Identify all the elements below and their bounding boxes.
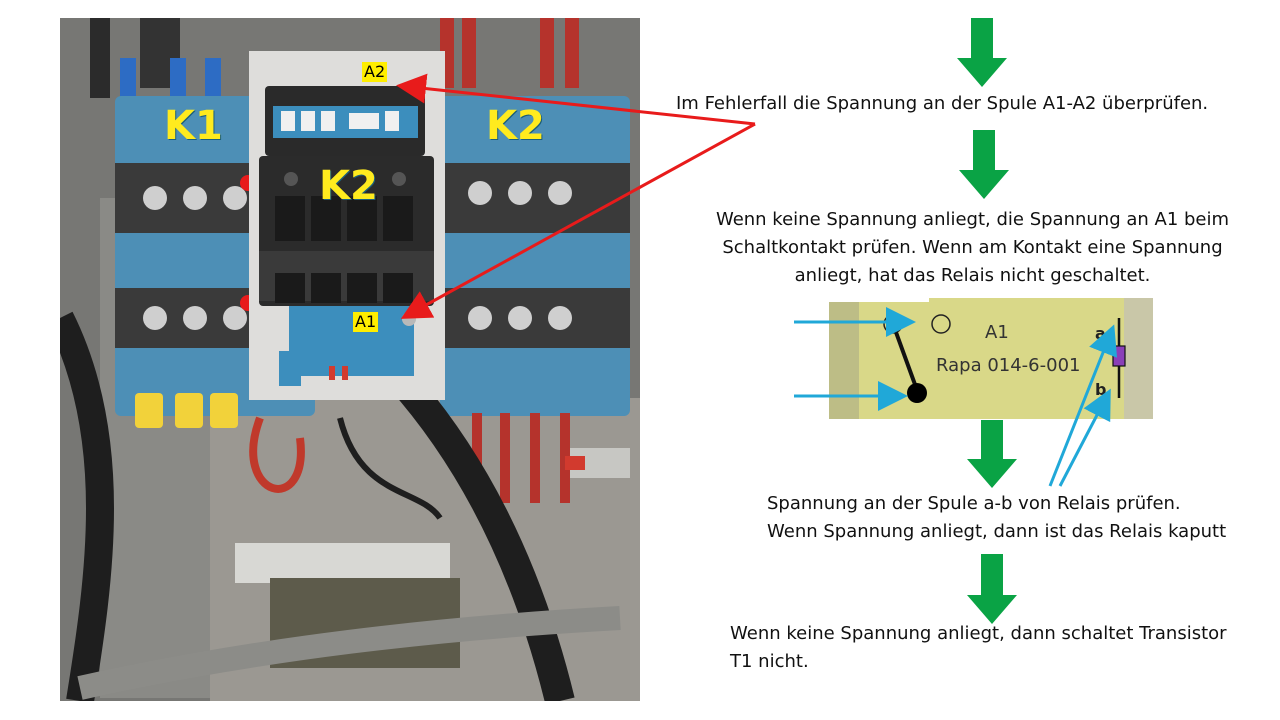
flow-arrow-1 <box>957 18 1007 87</box>
step2-text: Wenn keine Spannung anliegt, die Spannun… <box>690 206 1255 290</box>
relay-part-number: Rapa 014-6-001 <box>936 355 1081 376</box>
a2-terminal-label: A2 <box>362 62 388 82</box>
contactor-inset-photo: K2 A2 A1 <box>249 51 445 400</box>
step4-text: Wenn keine Spannung anliegt, dann schalt… <box>730 620 1227 676</box>
step3-text: Spannung an der Spule a-b von Relais prü… <box>767 490 1226 546</box>
step2-line3: anliegt, hat das Relais nicht geschaltet… <box>794 265 1151 286</box>
step2-line2: Schaltkontakt prüfen. Wenn am Kontakt ei… <box>722 237 1223 258</box>
flow-arrow-4 <box>967 554 1017 624</box>
step4-line1: Wenn keine Spannung anliegt, dann schalt… <box>730 623 1227 644</box>
k2-inset-label: K2 <box>319 163 378 209</box>
k1-label: K1 <box>164 103 223 149</box>
a1-terminal-label: A1 <box>353 312 379 332</box>
flow-arrow-3 <box>967 420 1017 488</box>
relay-pin-b: b <box>1095 380 1107 399</box>
k2-label: K2 <box>486 103 545 149</box>
step2-line1: Wenn keine Spannung anliegt, die Spannun… <box>715 209 1230 230</box>
step3-line2: Wenn Spannung anliegt, dann ist das Rela… <box>767 521 1227 542</box>
relay-photo: A1 Rapa 014-6-001 a b <box>829 298 1153 419</box>
step1-text: Im Fehlerfall die Spannung an der Spule … <box>676 93 1209 114</box>
flow-arrow-2 <box>959 130 1009 199</box>
step3-line1: Spannung an der Spule a-b von Relais prü… <box>767 493 1181 514</box>
contactor-illustration <box>249 51 445 400</box>
relay-name: A1 <box>985 322 1009 343</box>
step4-line2: T1 nicht. <box>730 651 809 672</box>
relay-pin-a: a <box>1095 324 1106 343</box>
